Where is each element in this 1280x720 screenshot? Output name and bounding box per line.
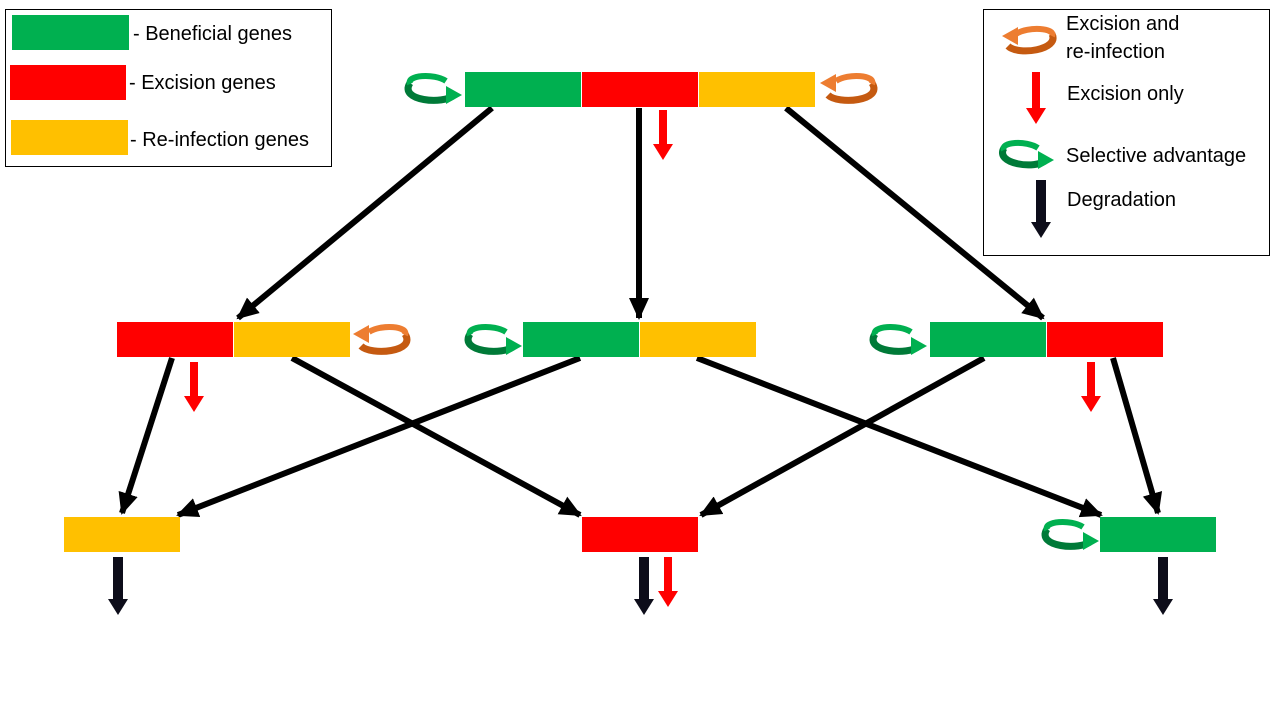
curved-orange-arrow-icon (1002, 26, 1057, 55)
dark-down-arrow-icon-bottom-right (1153, 557, 1173, 615)
red-down-arrow-icon-mid-right (1081, 362, 1101, 412)
reinfection-gene-segment (64, 517, 180, 552)
excision-gene-segment (117, 322, 233, 357)
beneficial-gene-segment (930, 322, 1046, 357)
node-bottom-right (1100, 517, 1216, 552)
beneficial-legend-label: - Beneficial genes (133, 23, 292, 45)
markers-layer (108, 73, 1173, 615)
edge-mid-center-to-bottom-left (176, 355, 582, 518)
node-mid-right (930, 322, 1163, 357)
node-mid-left (117, 322, 350, 357)
arrow-legend: Excision and re-infection Excision only … (983, 9, 1270, 256)
beneficial-gene-segment (1100, 517, 1216, 552)
red-down-arrow-icon (1026, 72, 1046, 124)
excision-legend-label: - Excision genes (129, 72, 276, 94)
edge-mid-left-to-bottom-center (290, 355, 582, 518)
reinfection-legend-label: - Re-infection genes (130, 129, 309, 151)
curved-green-arrow-icon (998, 140, 1054, 169)
edge-mid-center-to-bottom-right (695, 355, 1103, 518)
gene-legend: - Beneficial genes - Excision genes - Re… (5, 9, 332, 167)
beneficial-gene-segment (523, 322, 639, 357)
dark-down-arrow-icon-bottom-left (108, 557, 128, 615)
curved-green-arrow-icon-mid-center (464, 324, 522, 355)
curved-green-arrow-icon-mid-right (869, 324, 927, 355)
reinfection-gene-segment (699, 72, 815, 107)
curved-green-arrow-icon-top (404, 73, 462, 104)
reinfection-swatch (11, 120, 128, 155)
edge-mid-right-to-bottom-center (699, 355, 986, 518)
red-down-arrow-icon-top (653, 110, 673, 160)
node-bottom-center (582, 517, 698, 552)
edge-top-to-mid-left (236, 105, 494, 321)
reinfection-arrow-label-line1: Excision and (1066, 13, 1180, 35)
reinfection-gene-segment (640, 322, 756, 357)
edges-layer (118, 105, 1163, 518)
curved-orange-arrow-icon-mid-left (353, 324, 411, 355)
beneficial-gene-segment (465, 72, 581, 107)
nodes-layer (64, 72, 1216, 552)
dark-down-arrow-icon (1031, 180, 1051, 238)
dark-down-arrow-icon-bottom-center (634, 557, 654, 615)
advantage-arrow-label: Selective advantage (1066, 145, 1247, 167)
node-bottom-left (64, 517, 180, 552)
curved-orange-arrow-icon-top (820, 73, 878, 104)
node-mid-center (523, 322, 756, 357)
node-top (465, 72, 815, 107)
excision-gene-segment (582, 517, 698, 552)
edge-mid-right-to-bottom-right (1110, 357, 1163, 515)
excision-gene-segment (582, 72, 698, 107)
excision-gene-segment (1047, 322, 1163, 357)
edge-mid-left-to-bottom-left (118, 357, 175, 515)
degradation-arrow-label: Degradation (1067, 189, 1176, 211)
red-down-arrow-icon-bottom-center (658, 557, 678, 607)
beneficial-swatch (12, 15, 129, 50)
curved-green-arrow-icon-bottom-right (1041, 519, 1099, 550)
excision-swatch (10, 65, 126, 100)
reinfection-arrow-label-line2: re-infection (1066, 41, 1165, 63)
red-down-arrow-icon-mid-left (184, 362, 204, 412)
edge-top-to-mid-right (784, 105, 1045, 321)
reinfection-gene-segment (234, 322, 350, 357)
excision-arrow-label: Excision only (1067, 83, 1184, 105)
